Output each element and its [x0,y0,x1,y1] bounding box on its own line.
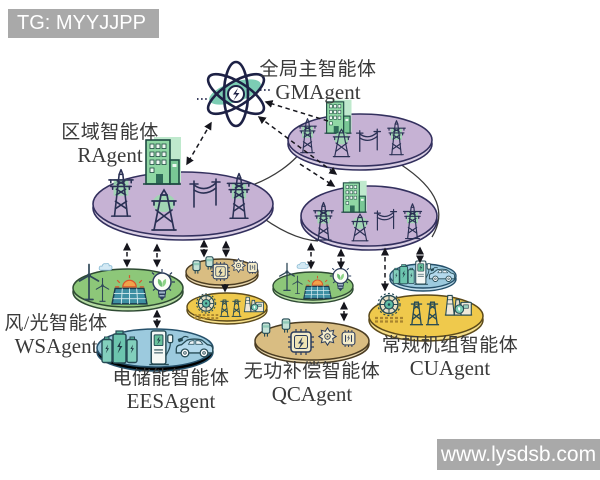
qcagent-ellipse [254,321,370,361]
ragent-bottomright-region [300,180,438,251]
cloud-icon [98,263,113,271]
wsagent-left-region [72,263,184,312]
power-chip-icon [288,329,314,355]
ragent-label-cn: 区域智能体 [61,122,159,143]
eesagent-right-region [389,260,457,292]
eesagent-label-en: EESAgent [126,388,216,413]
ragent-ellipse [92,171,274,237]
qcagent-left-region [185,256,259,289]
qcagent-label-cn: 无功补偿智能体 [243,361,381,382]
cuagent-label-en: CUAgent [409,355,491,380]
eesagent-label-cn: 电储能智能体 [112,368,230,389]
cuagent-left-region [186,292,268,325]
arrow-gma-ragent-left [186,121,212,166]
cuagent-label: 常规机组智能体 CUAgent [380,335,520,380]
wsagent-right-region [272,262,354,304]
hierarchy-arrows [123,100,424,329]
inductor-chip-icon [247,261,258,274]
wsagent-label-cn: 风/光智能体 [4,313,108,334]
ragent-left-region [92,136,274,241]
watermark-url: www.lysdsb.com [437,439,600,470]
gmagent-label-cn: 全局主智能体 [259,59,377,80]
wsagent-label: 风/光智能体 WSAgent [0,313,112,358]
cloud-icon [296,262,309,269]
flower-chip-icon [318,327,337,346]
qcagent-label: 无功补偿智能体 QCAgent [242,361,382,406]
eesagent-left-region [96,328,214,372]
atom-icon [197,60,270,128]
watermark-tag: TG: MYYJJPP [8,9,159,38]
cuagent-label-cn: 常规机组智能体 [381,335,519,356]
ragent-ellipse [300,185,438,247]
arrow-topright-gma [264,100,329,122]
office-building-icon [323,99,353,134]
arrow-topright-bottomright [299,163,336,187]
flower-chip-icon [231,258,246,273]
ragent-label-en: RAgent [77,142,143,167]
qcagent-right-region [254,318,370,364]
inductor-chip-icon [341,330,356,347]
gmagent-label-en: GMAgent [275,79,361,104]
gmagent-label: 全局主智能体 GMAgent [253,59,383,104]
cuagent-right-region [368,292,484,342]
power-chip-icon [211,262,230,281]
office-building-icon [340,180,368,213]
wsagent-label-en: WSAgent [14,333,98,358]
eesagent-label: 电储能智能体 EESAgent [106,368,236,413]
qcagent-label-en: QCAgent [271,381,353,406]
curve-topright-bottomright [399,163,440,238]
ragent-label: 区域智能体 RAgent [48,122,172,167]
ragent-topright-region [287,99,433,171]
